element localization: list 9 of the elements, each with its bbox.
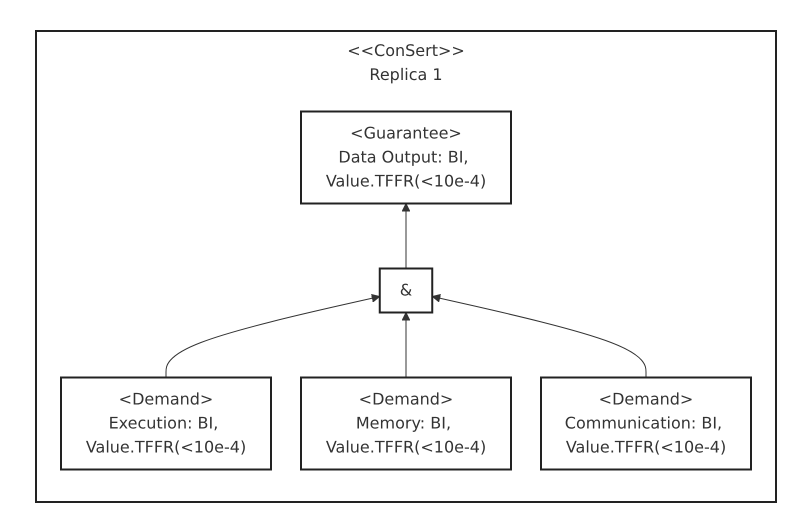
node-box: <Demand> Execution: BI, Value.TFFR(<10e-4): [60, 376, 272, 470]
arrow: [402, 312, 410, 378]
node-box: <Guarantee> Data Output: BI, Value.TFFR(<10e-4): [300, 110, 512, 204]
node-box: &: [378, 267, 434, 313]
arrow: [402, 202, 410, 268]
arrow: [432, 293, 646, 378]
node-box: <Demand> Communication: BI, Value.TFFR(<10e-4): [540, 376, 752, 470]
arrow: [166, 293, 380, 378]
node-box: <Demand> Memory: BI, Value.TFFR(<10e-4): [300, 376, 512, 470]
